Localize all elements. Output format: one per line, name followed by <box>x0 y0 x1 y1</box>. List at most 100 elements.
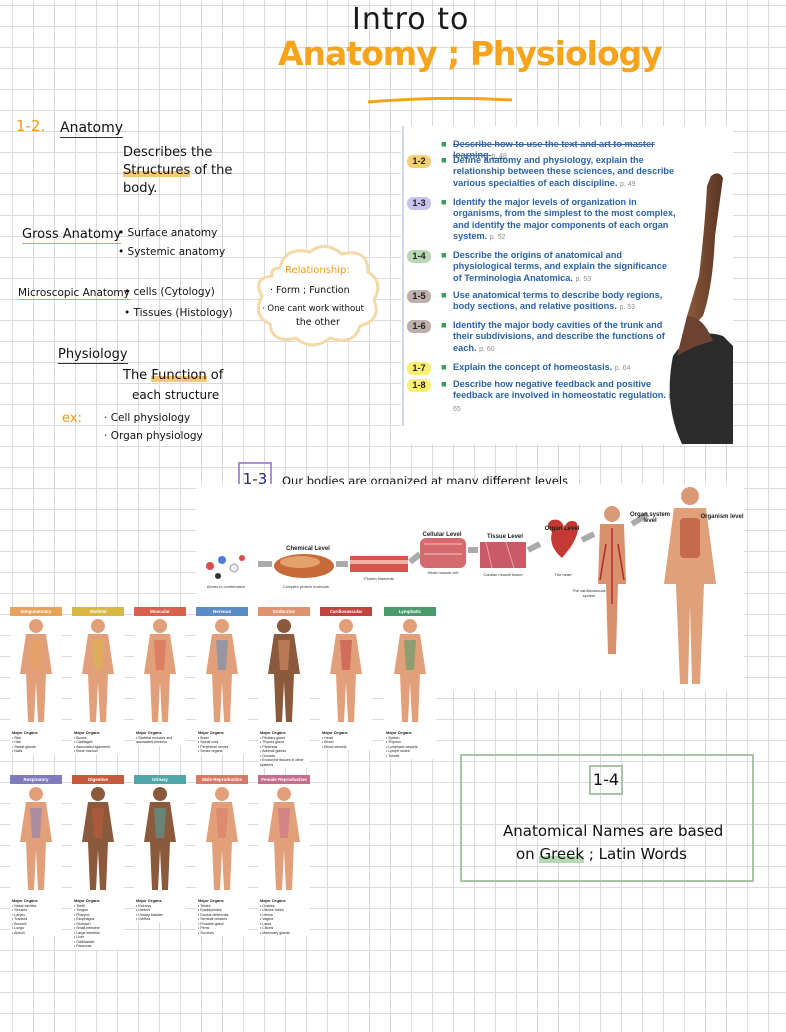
major-organs-label: Major Organs <box>74 898 100 903</box>
terminology-line-1: Anatomical Names are based <box>503 822 724 840</box>
body-figure <box>268 619 300 722</box>
micro-item-2: • Tissues (Histology) <box>124 307 233 319</box>
major-organs-label: Major Organs <box>260 730 286 735</box>
organ-item: • Blood vessels <box>322 744 347 749</box>
muscle-cell-illustration <box>420 538 466 568</box>
organ-item: • Spleen <box>386 735 400 740</box>
organ-item: • Seminal vesicles <box>198 917 228 921</box>
organ-item: • Bone marrow <box>74 749 98 753</box>
organ-item: • Ductus deferentia <box>198 912 229 917</box>
organ-system-name: Urinary <box>134 775 186 784</box>
level-heading-organism: Organism level <box>700 514 744 520</box>
physiology-def-1: The <box>123 368 148 383</box>
body-figure <box>82 619 114 722</box>
organ-item: • Pharynx <box>74 912 90 917</box>
body-figure <box>206 787 238 890</box>
organ-system-name: Endocrine <box>258 607 310 616</box>
organ-system-name: Muscular <box>134 607 186 616</box>
organ-item: • Associated ligaments <box>74 744 111 749</box>
organ-item: • Lymph nodes <box>386 749 410 753</box>
major-organs-label: Major Organs <box>136 898 162 903</box>
organ-system-name: Digestive <box>72 775 124 784</box>
organ-item: • Hair <box>12 740 21 744</box>
organ-item: • Adrenal glands <box>260 749 287 753</box>
objective-bullet: ■ <box>441 139 447 149</box>
cloud-line-1: Form ; Function <box>276 285 350 296</box>
objective-row: 1-6 ■ Identify the major body cavities o… <box>407 320 677 355</box>
organ-item: • Brain <box>198 735 209 740</box>
organ-item: • Mammary glands <box>260 930 290 935</box>
organ-item: • Ureters <box>136 908 151 912</box>
anatomy-heading: Anatomy <box>60 120 124 138</box>
objective-row: 1-2 ■ Define anatomy and physiology, exp… <box>407 155 677 190</box>
organ-item: • Testes <box>198 903 211 908</box>
major-organs-label: Major Organs <box>198 898 224 903</box>
caption-cardiac-tissue: Cardiac muscle tissue <box>483 572 523 577</box>
gross-anatomy-label: Gross Anatomy <box>22 227 122 244</box>
objective-number: 1-6 <box>407 320 431 334</box>
title-underline <box>367 96 513 104</box>
gross-item-1: • Surface anatomy <box>118 227 218 239</box>
major-organs-label: Major Organs <box>322 730 348 735</box>
organ-item: • Gonads <box>260 753 275 758</box>
caption-filaments: Protein filaments <box>364 576 394 581</box>
organ-system-name: Male Reproductive <box>196 775 248 784</box>
objective-number: 1-2 <box>407 155 431 169</box>
major-organs-label: Major Organs <box>198 730 224 735</box>
objective-number: 1-7 <box>407 362 431 376</box>
body-figure <box>394 619 426 722</box>
organ-item: • Larynx <box>12 912 26 917</box>
example-item-2: · Organ physiology <box>104 430 203 442</box>
organ-item: • Penis <box>198 926 210 930</box>
cloud-line-2: One cant work without <box>267 304 364 314</box>
organ-item: • Pancreas <box>260 744 278 749</box>
athlete-photo <box>669 173 733 444</box>
level-heading-organ: Organ Level <box>544 526 580 532</box>
cloud-line-3: the other <box>296 317 340 328</box>
protein-filaments-illustration <box>350 556 408 572</box>
organ-item: • Spinal cord <box>198 740 219 744</box>
example-label: ex: <box>62 411 82 426</box>
organ-item: • Pancreas <box>74 944 92 948</box>
organ-item: • Lungs <box>12 926 25 930</box>
body-figure <box>268 787 300 890</box>
learning-objectives-card: ■ Describe how to use the text and art t… <box>401 126 733 444</box>
physiology-def-3: of <box>210 368 224 383</box>
body-figure <box>144 787 176 890</box>
section-number: 1-2. <box>16 117 46 135</box>
organ-item: • Scrotum <box>198 930 214 935</box>
body-figure <box>20 619 52 722</box>
organ-item: • Endocrine tissues in other systems <box>260 758 304 767</box>
organ-item: • Urinary bladder <box>136 912 163 917</box>
objective-number: 1-3 <box>407 197 431 211</box>
caption-heart: The heart <box>554 572 572 577</box>
major-organs-label: Major Organs <box>386 730 412 735</box>
organ-item: • Uterine tubes <box>260 908 284 912</box>
organ-item: • Sinuses <box>12 908 28 912</box>
organ-item: • Labia <box>260 921 272 926</box>
major-organs-label: Major Organs <box>74 730 100 735</box>
objective-row: 1-5 ■ Use anatomical terms to describe b… <box>407 290 677 314</box>
cloud-title: Relationship: <box>285 265 350 276</box>
body-figure <box>330 619 362 722</box>
relationship-cloud <box>256 245 380 347</box>
gross-item-2: • Systemic anatomy <box>118 246 226 258</box>
anatomy-def-structures: Structures <box>123 163 191 178</box>
example-item-1: · Cell physiology <box>104 412 191 424</box>
organ-system-name: Lymphatic <box>384 607 436 616</box>
terminology-line-2c: ; Latin Words <box>588 845 687 863</box>
caption-atoms: Atoms in combination <box>206 584 246 589</box>
level-heading-organ-system: Organ system level <box>629 512 671 524</box>
objective-row: 1-3 ■ Identify the major levels of organ… <box>407 197 677 244</box>
objective-number: 1-4 <box>407 250 431 264</box>
organ-item: • Heart <box>322 735 334 740</box>
objective-number: 1-5 <box>407 290 431 304</box>
